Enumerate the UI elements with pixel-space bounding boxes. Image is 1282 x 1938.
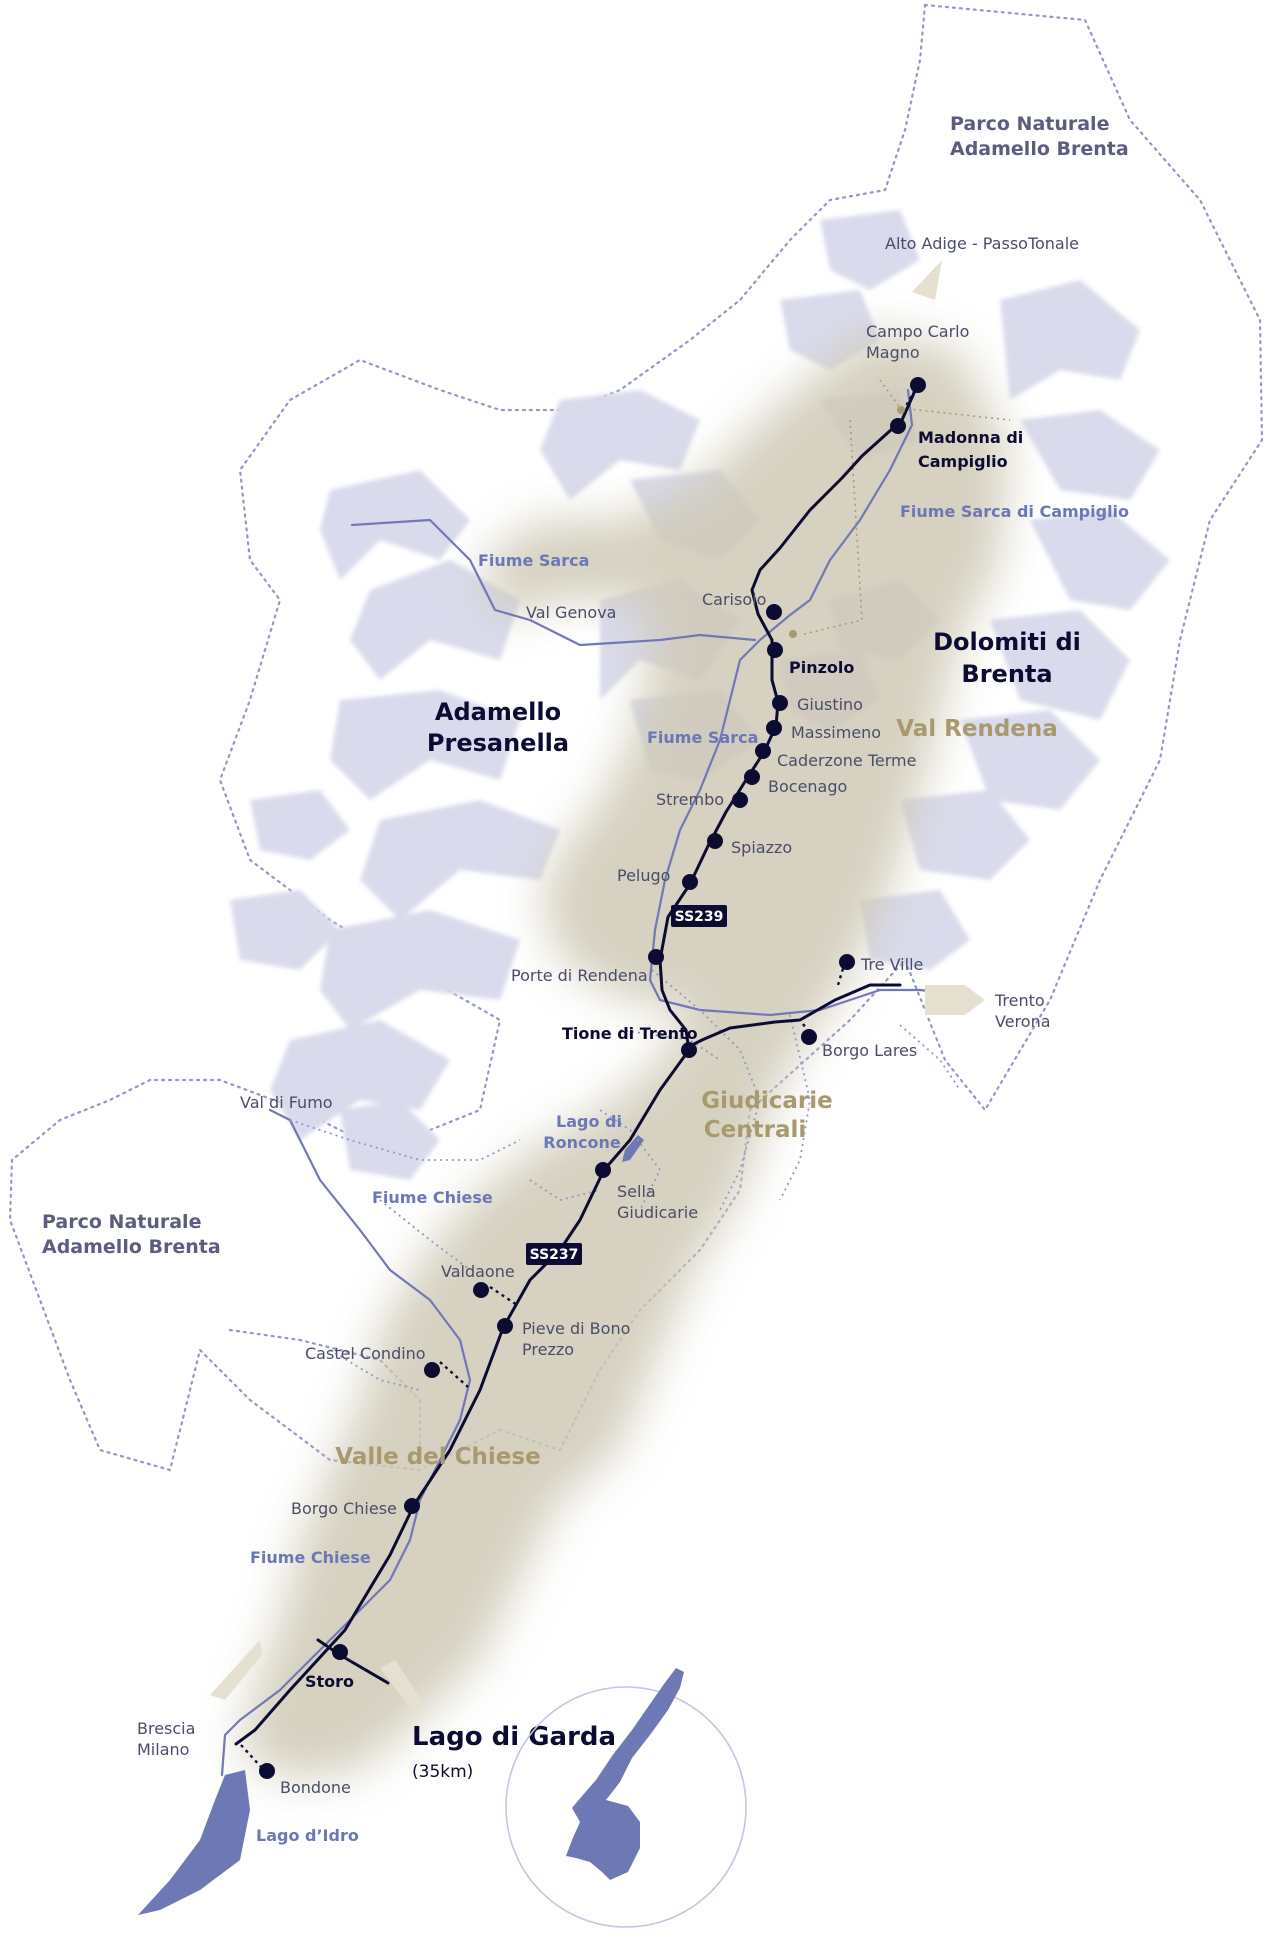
town-dot-spiazzo[interactable] <box>707 833 723 849</box>
lake-garda-shape <box>566 1668 684 1880</box>
town-strembo: Strembo <box>656 790 724 809</box>
brescia-label: Brescia <box>137 1719 195 1738</box>
town-dot-madonna[interactable] <box>890 418 906 434</box>
town-tione: Tione di Trento <box>562 1024 698 1043</box>
town-castel-condino: Castel Condino <box>305 1344 426 1363</box>
region-giudicarie-line1: Giudicarie <box>701 1088 832 1114</box>
lago-roncone-shape <box>622 1135 644 1162</box>
town-sella-line1: Sella <box>617 1182 656 1201</box>
town-dot-porte-rendena[interactable] <box>648 949 664 965</box>
trento-label: Trento <box>994 991 1045 1010</box>
garda-inset: Lago di Garda (35km) <box>412 1668 747 1928</box>
town-giustino: Giustino <box>797 695 863 714</box>
region-dolomiti-line1: Dolomiti di <box>933 628 1081 656</box>
milano-label: Milano <box>137 1740 189 1759</box>
region-valle-chiese: Valle del Chiese <box>335 1444 540 1470</box>
river-chiese-north: Fiume Chiese <box>372 1188 493 1207</box>
town-borgo-chiese: Borgo Chiese <box>291 1499 397 1518</box>
pass-marker <box>897 406 905 414</box>
town-dot-pinzolo[interactable] <box>767 642 783 658</box>
town-pelugo: Pelugo <box>617 866 670 885</box>
park-west-line1: Parco Naturale <box>42 1211 201 1233</box>
lake-idro-label: Lago d’Idro <box>256 1826 359 1845</box>
town-dot-carisolo[interactable] <box>766 604 782 620</box>
town-valdaone: Valdaone <box>441 1262 515 1281</box>
town-massimeno: Massimeno <box>791 723 881 742</box>
region-val-rendena: Val Rendena <box>896 716 1058 742</box>
river-sarca-campiglio: Fiume Sarca di Campiglio <box>900 502 1129 521</box>
town-dot-bondone[interactable] <box>259 1763 275 1779</box>
town-dot-sella[interactable] <box>595 1162 611 1178</box>
ss237-badge: SS237 <box>526 1243 582 1265</box>
garda-title: Lago di Garda <box>412 1722 616 1752</box>
ss239-badge: SS239 <box>671 905 727 927</box>
town-dot-pieve[interactable] <box>497 1318 513 1334</box>
town-dot-strembo[interactable] <box>732 792 748 808</box>
river-sarca-mid: Fiume Sarca <box>647 728 758 747</box>
park-west-line2: Adamello Brenta <box>42 1236 221 1258</box>
town-dot-massimeno[interactable] <box>766 720 782 736</box>
region-adamello-line2: Presanella <box>427 729 569 757</box>
lago-idro-shape <box>138 1770 250 1915</box>
town-dot-castel-condino[interactable] <box>424 1362 440 1378</box>
town-dot-tre-ville[interactable] <box>839 954 855 970</box>
town-dot-campo-carlo[interactable] <box>910 377 926 393</box>
park-north-line2: Adamello Brenta <box>950 138 1129 160</box>
valley-shading <box>240 330 1010 1780</box>
town-campo-carlo-line2: Magno <box>866 343 920 362</box>
town-tre-ville: Tre Ville <box>860 955 923 974</box>
garda-inset-circle <box>505 1686 747 1928</box>
town-borgo-lares: Borgo Lares <box>822 1041 917 1060</box>
town-pieve-line2: Prezzo <box>522 1340 574 1359</box>
town-dot-giustino[interactable] <box>772 695 788 711</box>
region-giudicarie-line2: Centrali <box>704 1117 806 1143</box>
town-bondone: Bondone <box>280 1778 351 1797</box>
region-adamello-line1: Adamello <box>435 698 561 726</box>
river-chiese-south: Fiume Chiese <box>250 1548 371 1567</box>
town-dot-bocenago[interactable] <box>744 769 760 785</box>
ss239-label: SS239 <box>675 909 724 925</box>
town-madonna-line1: Madonna di <box>918 428 1023 447</box>
town-porte-rendena: Porte di Rendena <box>511 966 648 985</box>
town-storo: Storo <box>305 1672 354 1691</box>
region-dolomiti-line2: Brenta <box>961 660 1052 688</box>
town-dot-tione[interactable] <box>681 1042 697 1058</box>
town-pinzolo: Pinzolo <box>789 658 854 677</box>
town-dot-valdaone[interactable] <box>473 1282 489 1298</box>
routes-dotted <box>289 969 961 1391</box>
verona-label: Verona <box>995 1012 1051 1031</box>
town-dot-pelugo[interactable] <box>682 874 698 890</box>
town-campo-carlo-line1: Campo Carlo <box>866 322 969 341</box>
town-bocenago: Bocenago <box>768 777 847 796</box>
river-val-genova: Val Genova <box>526 603 616 622</box>
arrows-exit <box>210 260 985 1710</box>
river-val-di-fumo: Val di Fumo <box>240 1093 333 1112</box>
garda-distance: (35km) <box>412 1762 473 1782</box>
ss237-label: SS237 <box>530 1247 579 1263</box>
alto-adige-label: Alto Adige - PassoTonale <box>885 234 1079 253</box>
town-dot-borgo-chiese[interactable] <box>404 1498 420 1514</box>
river-sarca-north: Fiume Sarca <box>478 551 589 570</box>
town-pieve-line1: Pieve di Bono <box>522 1319 630 1338</box>
rivers <box>220 388 947 1777</box>
town-dot-caderzone[interactable] <box>755 743 771 759</box>
town-caderzone: Caderzone Terme <box>777 751 916 770</box>
town-spiazzo: Spiazzo <box>731 838 792 857</box>
town-sella-line2: Giudicarie <box>617 1203 698 1222</box>
pass-marker-south <box>789 630 797 638</box>
town-dot-borgo-lares[interactable] <box>801 1029 817 1045</box>
lakes <box>138 1135 644 1915</box>
lake-roncone-line2: Roncone <box>543 1133 621 1152</box>
town-dot-storo[interactable] <box>332 1644 348 1660</box>
routes-gold <box>799 379 1011 636</box>
town-carisolo: Carisolo <box>702 590 766 609</box>
town-markers <box>259 377 926 1779</box>
town-madonna-line2: Campiglio <box>918 452 1008 471</box>
lake-roncone-line1: Lago di <box>556 1112 622 1131</box>
park-north-line1: Parco Naturale <box>950 113 1109 135</box>
